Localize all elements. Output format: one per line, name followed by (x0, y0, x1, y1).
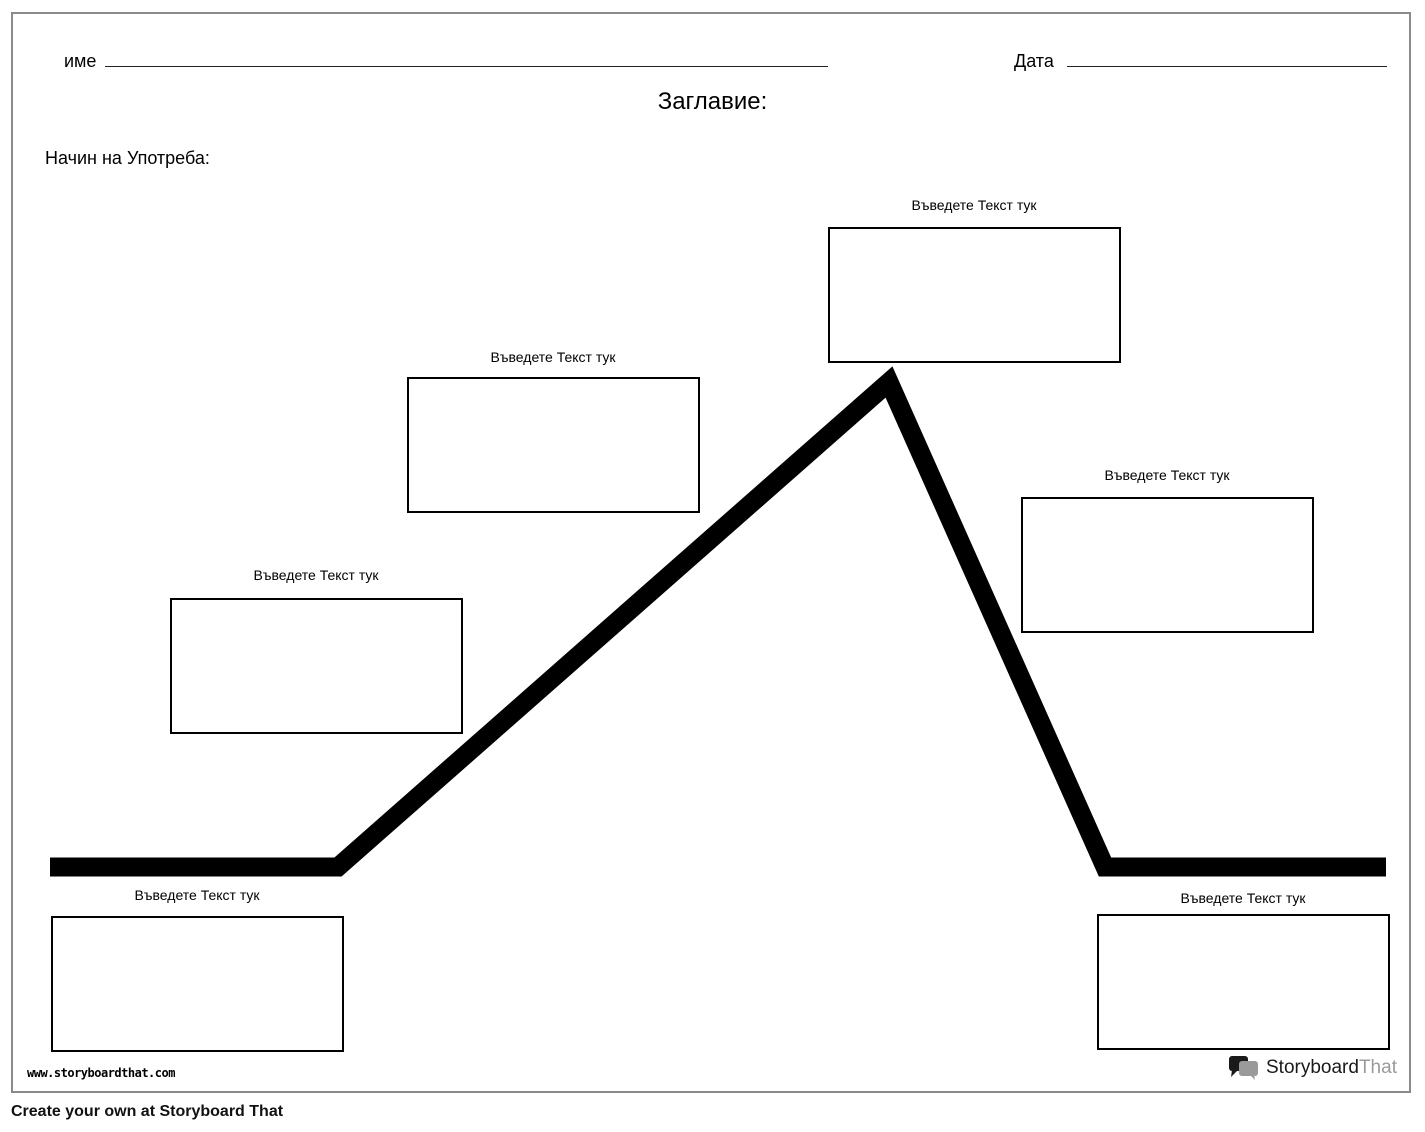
create-your-own-link[interactable]: Create your own at Storyboard That (11, 1103, 284, 1120)
speech-bubbles-icon (1229, 1056, 1258, 1080)
box-caption-rising-action: Въведете Текст тук (253, 567, 379, 583)
box-caption-falling-action: Въведете Текст тук (1104, 467, 1230, 483)
website-url: www.storyboardthat.com (27, 1066, 175, 1080)
instructions-label: Начин на Употреба: (45, 148, 210, 168)
brand-name: StoryboardThat (1266, 1057, 1397, 1079)
box-caption-rising-action-2: Въведете Текст тук (490, 349, 616, 365)
date-field-line[interactable] (1067, 66, 1387, 67)
storyboardthat-logo: StoryboardThat (1228, 1054, 1397, 1082)
text-box-climax[interactable] (828, 227, 1121, 363)
text-box-exposition[interactable] (51, 916, 344, 1052)
brand-name-part2: That (1358, 1057, 1397, 1078)
box-caption-resolution: Въведете Текст тук (1180, 890, 1306, 906)
box-caption-climax: Въведете Текст тук (911, 197, 1037, 213)
text-box-resolution[interactable] (1097, 914, 1390, 1050)
box-caption-exposition: Въведете Текст тук (134, 887, 260, 903)
brand-name-part1: Storyboard (1266, 1057, 1359, 1078)
date-label: Дата (1014, 51, 1054, 71)
page-title: Заглавие: (657, 88, 768, 115)
text-box-falling-action[interactable] (1021, 497, 1314, 633)
name-field-line[interactable] (105, 66, 828, 67)
text-box-rising-action[interactable] (170, 598, 463, 734)
text-box-rising-action-2[interactable] (407, 377, 700, 513)
name-label: име (64, 51, 97, 71)
